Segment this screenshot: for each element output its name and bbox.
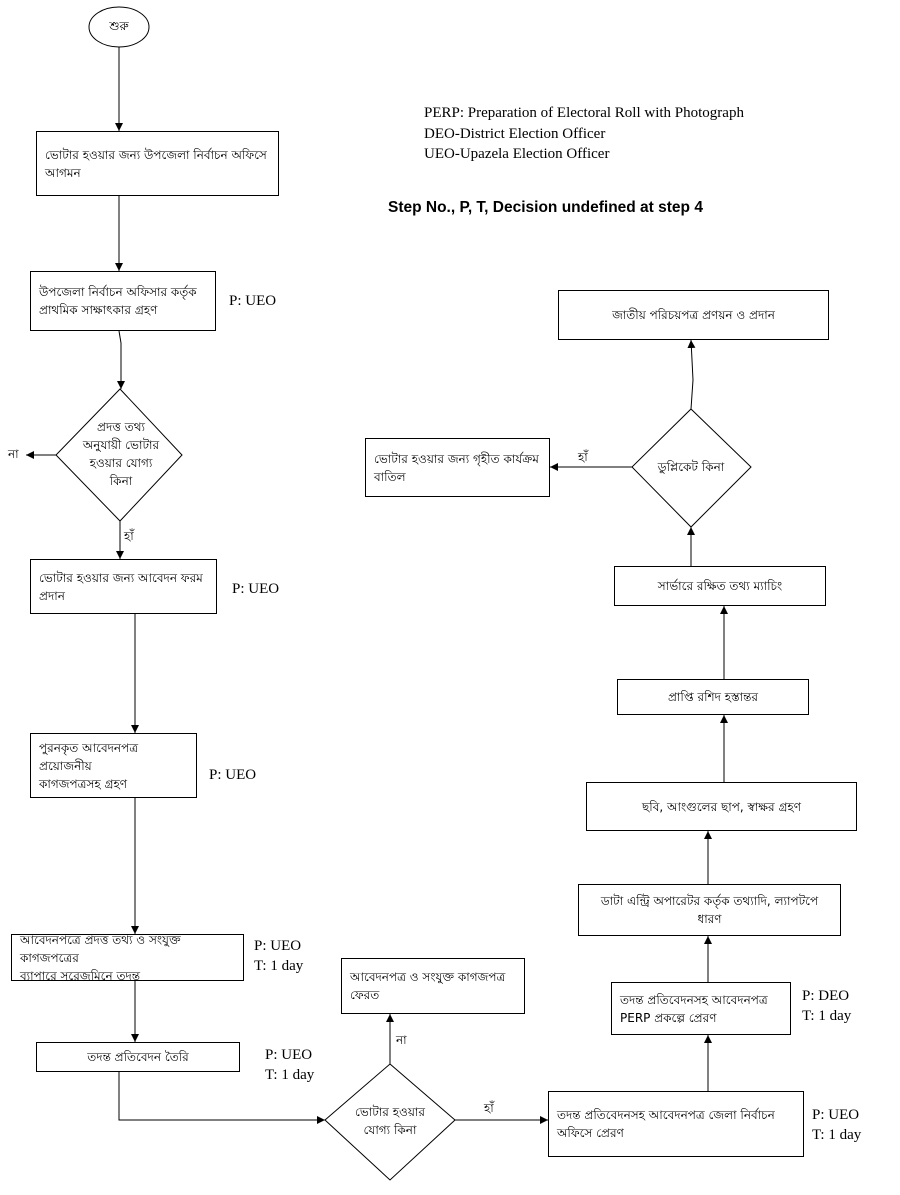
arrow-report-to-voter-decision <box>118 1072 325 1124</box>
eligible-decision-text: প্রদত্ত তথ্য অনুযায়ী ভোটার হওয়ার যোগ্য… <box>82 420 160 488</box>
annotation-report: P: UEO T: 1 day <box>265 1047 315 1084</box>
step-capture: ছবি, আংগুলের ছাপ, স্বাক্ষর গ্রহণ <box>586 782 857 831</box>
legend: PERP: Preparation of Electoral Roll with… <box>424 103 744 165</box>
step-cancel: ভোটার হওয়ার জন্য গৃহীত কার্যক্রম বাতিল <box>365 438 550 497</box>
start-label: শুরু <box>109 19 129 33</box>
annotation-send-district: P: UEO T: 1 day <box>812 1107 862 1144</box>
diagram-heading: Step No., P, T, Decision undefined at st… <box>388 199 703 216</box>
arrow-interview-to-decision <box>117 330 125 389</box>
label-no-up: না <box>396 1033 407 1047</box>
label-yes-down: হাঁ <box>124 529 134 543</box>
step-issue-id: জাতীয় পরিচয়পত্র প্রণয়ন ও প্রদান <box>558 290 829 340</box>
annotation-form: P: UEO <box>232 581 280 597</box>
label-no-left: না <box>8 447 19 461</box>
legend-deo: DEO-District Election Officer <box>424 125 606 142</box>
annotation-receive: P: UEO <box>209 767 257 783</box>
step-report: তদন্ত প্রতিবেদন তৈরি <box>36 1042 240 1072</box>
step-send-district: তদন্ত প্রতিবেদনসহ আবেদনপত্র জেলা নির্বাচ… <box>548 1091 804 1157</box>
step-receive: পুরনকৃত আবেদনপত্র প্রয়োজনীয় কাগজপত্রসহ… <box>30 733 197 798</box>
annotation-investigate: P: UEO T: 1 day <box>254 938 304 975</box>
step-data-entry: ডাটা এন্ট্রি অপারেটর কর্তৃক তথ্যাদি, ল্য… <box>578 884 841 936</box>
step-form: ভোটার হওয়ার জন্য আবেদন ফরম প্রদান <box>30 559 217 614</box>
duplicate-decision-text: ডুপ্লিকেট কিনা <box>657 460 725 474</box>
label-yes-right: হাঁ <box>484 1101 494 1115</box>
step-investigate: আবেদনপত্রে প্রদত্ত তথ্য ও সংযুক্ত কাগজপত… <box>11 933 244 983</box>
arrow-duplicate-to-issue <box>687 339 696 410</box>
annotation-interview: P: UEO <box>229 293 277 309</box>
legend-ueo: UEO-Upazela Election Officer <box>424 146 610 162</box>
legend-perp: PERP: Preparation of Electoral Roll with… <box>424 105 744 121</box>
step-arrival: ভোটার হওয়ার জন্য উপজেলা নির্বাচন অফিসে … <box>36 131 279 196</box>
step-send-perp: তদন্ত প্রতিবেদনসহ আবেদনপত্র PERP প্রকল্প… <box>611 982 791 1035</box>
voter-decision-text: ভোটার হওয়ার যোগ্য কিনা <box>354 1105 425 1137</box>
voter-decision-diamond <box>324 1063 456 1181</box>
annotation-send-perp: P: DEO T: 1 day <box>802 988 852 1025</box>
step-matching: সার্ভারে রক্ষিত তথ্য ম্যাচিং <box>614 566 826 606</box>
step-return: আবেদনপত্র ও সংযুক্ত কাগজপত্র ফেরত <box>341 958 525 1014</box>
step-interview: উপজেলা নির্বাচন অফিসার কর্তৃক প্রাথমিক স… <box>30 271 216 331</box>
step-receipt: প্রাপ্তি রশিদ হস্তান্তর <box>617 679 809 715</box>
label-yes-duplicate: হাঁ <box>578 450 588 464</box>
